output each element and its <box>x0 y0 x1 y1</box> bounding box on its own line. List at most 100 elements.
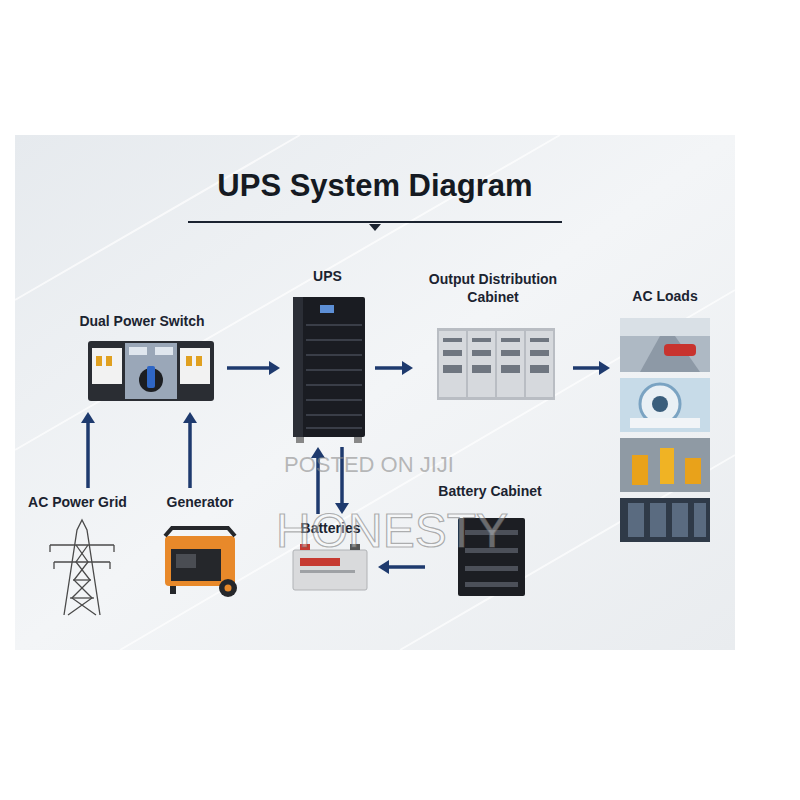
component-label: Dual Power Switch <box>79 312 204 330</box>
arrow-head <box>402 361 413 375</box>
generator-drawing-part <box>176 554 196 568</box>
ac-loads-pictures-part <box>620 378 710 432</box>
flow-arrow <box>81 412 95 488</box>
ac-loads-pictures-part <box>664 344 696 356</box>
component-label: Generator <box>167 493 234 511</box>
distribution-cabinet-drawing-part-part <box>443 350 462 356</box>
title-underline <box>188 222 562 231</box>
component-label: AC Power Grid <box>28 493 127 511</box>
distribution-cabinet-drawing-part-part <box>501 350 520 356</box>
distribution-cabinet-drawing-part-part <box>443 365 462 373</box>
ups-tower-drawing-part-part <box>306 354 362 356</box>
background-panel-part <box>15 135 735 650</box>
flow-arrow <box>573 361 610 375</box>
ac-loads-pictures-part <box>660 448 674 484</box>
generator-drawing-part <box>225 585 232 592</box>
arrow-shaft <box>375 366 403 370</box>
transmission-tower-drawing-part <box>53 562 54 569</box>
dual-power-switch-drawing-part <box>180 348 210 384</box>
ups-tower-drawing-part-part <box>306 369 362 371</box>
ac-loads-pictures <box>620 318 710 542</box>
distribution-cabinet-drawing <box>437 328 555 400</box>
ups-tower-drawing-part <box>306 325 362 428</box>
component-box: Output Distribution Cabinet <box>418 270 568 400</box>
generator-drawing-part <box>171 549 221 581</box>
distribution-cabinet-drawing-part-part <box>530 338 549 342</box>
arrow-head <box>269 361 280 375</box>
watermark-text: HONESTY <box>276 503 508 558</box>
arrow-head <box>183 412 197 423</box>
generator-drawing-part <box>170 586 176 594</box>
distribution-cabinet-drawing-part <box>443 338 549 373</box>
distribution-cabinet-drawing-part <box>439 331 466 397</box>
generator-drawing-part <box>165 536 235 586</box>
transmission-tower-drawing-part <box>109 562 110 569</box>
arrow-shaft <box>388 565 425 569</box>
dual-power-switch-drawing-part <box>92 348 122 384</box>
arrow-shaft <box>188 422 192 488</box>
distribution-cabinet-drawing-part-part <box>443 338 462 342</box>
ac-loads-pictures-part <box>685 458 701 484</box>
ups-tower-drawing-part-part <box>306 427 362 429</box>
ups-tower-drawing-part <box>293 297 365 437</box>
ups-tower-drawing-part-part <box>306 399 362 401</box>
ac-loads-pictures-part <box>620 498 710 542</box>
title-underline-part <box>188 221 562 223</box>
component-label: AC Loads <box>632 287 697 305</box>
transmission-tower-drawing-part <box>64 520 100 615</box>
transmission-tower-drawing-part <box>72 545 96 615</box>
ups-tower-drawing-part-part <box>306 324 362 326</box>
distribution-cabinet-drawing-part-part <box>501 365 520 373</box>
distribution-cabinet-drawing-part-part <box>472 350 491 356</box>
background-panel-part <box>15 135 735 650</box>
ups-tower-drawing <box>293 297 365 443</box>
ac-loads-pictures-part <box>630 418 700 428</box>
component-label: Output Distribution Cabinet <box>418 270 568 306</box>
ac-loads-pictures-part <box>620 318 710 336</box>
ac-loads-pictures-part-part <box>694 503 706 537</box>
ac-loads-pictures-part-part <box>628 503 644 537</box>
ups-tower-drawing-part-part <box>306 384 362 386</box>
distribution-cabinet-drawing-part <box>437 328 555 400</box>
distribution-cabinet-drawing-part-part <box>530 365 549 373</box>
generator-drawing-part <box>219 579 237 597</box>
component-box: Dual Power Switch <box>62 312 222 407</box>
generator-drawing-part <box>165 528 235 536</box>
component-label: Battery Cabinet <box>438 482 541 500</box>
dual-power-switch-drawing-part <box>155 347 173 355</box>
dual-power-switch-drawing-part <box>125 343 177 399</box>
ac-loads-pictures-part <box>652 396 668 412</box>
battery-drawing-part <box>300 570 355 573</box>
distribution-cabinet-drawing-part <box>526 331 553 397</box>
transmission-tower-drawing-part <box>49 545 50 552</box>
distribution-cabinet-drawing-part-part <box>472 338 491 342</box>
transmission-tower-drawing <box>50 520 114 615</box>
flow-arrow <box>227 361 280 375</box>
battery-drawing-part <box>300 558 340 566</box>
component-box: AC Loads <box>615 287 715 542</box>
ups-tower-drawing-part-part <box>306 339 362 341</box>
dual-power-switch-drawing-part <box>106 356 112 366</box>
ac-loads-pictures-part <box>632 455 648 485</box>
transmission-tower-drawing-part <box>50 544 114 545</box>
generator-drawing <box>165 528 237 597</box>
background-panel-part-part <box>15 135 300 300</box>
dual-power-switch-drawing-part <box>88 341 214 401</box>
distribution-cabinet-drawing-part-part <box>530 350 549 356</box>
flow-arrow <box>378 560 425 574</box>
battery-cabinet-drawing-part-part <box>465 582 518 587</box>
distribution-cabinet-drawing-part <box>468 331 495 397</box>
dual-power-switch-drawing <box>88 341 214 401</box>
ups-tower-drawing-part <box>354 437 362 443</box>
background-panel <box>15 135 735 650</box>
ac-loads-pictures-part-part <box>672 503 688 537</box>
watermark-text: POSTED ON JIJI <box>284 452 454 478</box>
dual-power-switch-drawing-part <box>196 356 202 366</box>
ac-loads-pictures-part-part <box>650 503 666 537</box>
arrow-head <box>599 361 610 375</box>
transmission-tower-drawing-part <box>113 545 114 552</box>
ac-loads-pictures-part <box>640 336 700 372</box>
dual-power-switch-drawing-part <box>186 356 192 366</box>
